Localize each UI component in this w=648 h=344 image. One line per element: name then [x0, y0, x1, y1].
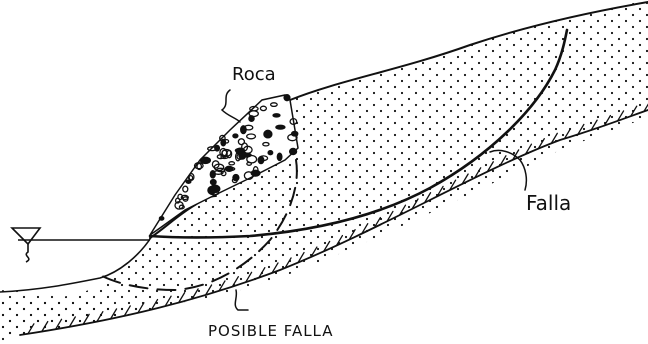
- rock-label: Roca: [232, 64, 276, 85]
- rock-fragment: [159, 217, 163, 220]
- rock-fragment: [215, 145, 220, 151]
- rock-fragment: [264, 130, 272, 138]
- rock-fragment: [210, 171, 215, 178]
- rock-fragment: [233, 175, 239, 181]
- possible-fault-label: POSIBLE FALLA: [208, 322, 334, 340]
- rock-leader: [222, 90, 240, 122]
- rock-fragment: [211, 180, 217, 185]
- fault-label: Falla: [526, 191, 571, 215]
- rock-fragment: [277, 153, 282, 160]
- rock-fragment: [242, 153, 252, 157]
- rock-fragment: [221, 139, 226, 145]
- rock-fragment: [200, 157, 210, 163]
- rock-fragment: [276, 125, 285, 129]
- rock-fragment: [268, 151, 273, 155]
- rock-fragment: [241, 126, 246, 134]
- rock-fragment: [290, 148, 297, 154]
- water-table-triangle-icon: [12, 228, 40, 262]
- rock-fragment: [258, 157, 264, 164]
- rock-fragment: [273, 114, 280, 117]
- rock-fragment: [284, 95, 290, 101]
- rock-fragment: [233, 134, 238, 138]
- rock-fragment: [186, 180, 191, 183]
